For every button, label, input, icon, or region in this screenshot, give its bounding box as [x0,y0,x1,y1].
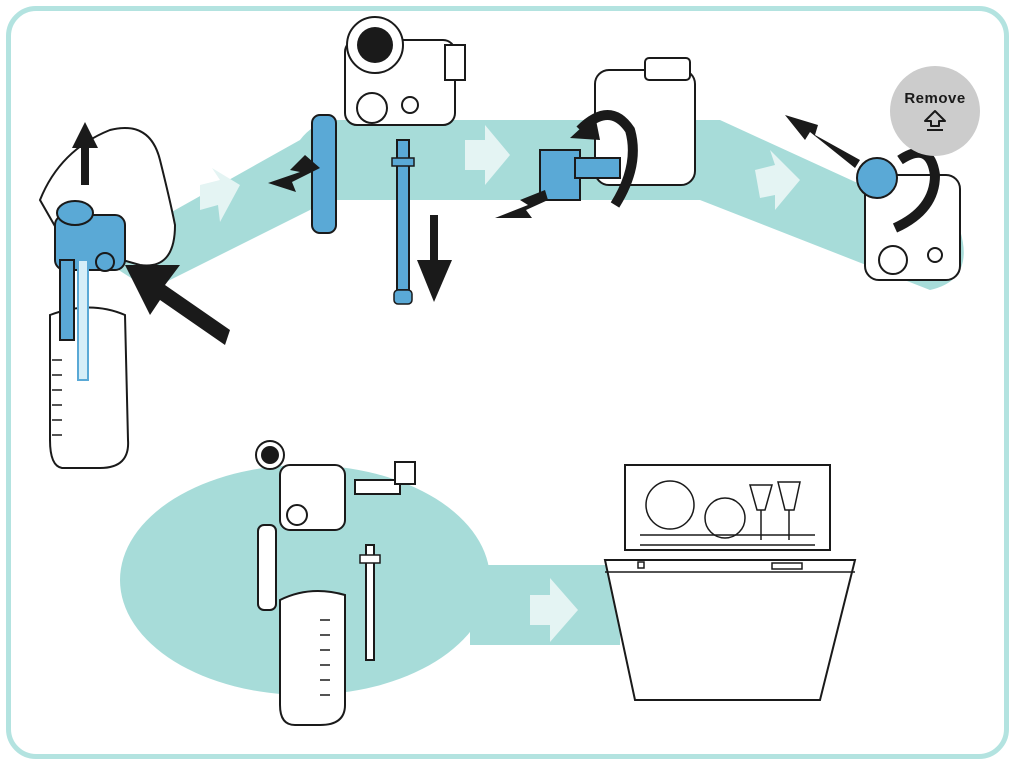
step1-unit [54,200,126,381]
step4-cap [856,157,898,199]
step4-arrow-rotate [892,147,941,233]
step1-jug [49,306,130,469]
flow-arrow-4 [530,578,578,642]
step2-unit [344,16,466,126]
parts-cap [255,440,285,470]
step3-arrow-left [495,190,548,218]
parts-rod [359,544,381,661]
step2-arrow-down [417,215,452,302]
step3-arrow-rotate [570,110,638,208]
flow-arrow-3 [755,150,800,210]
step2-arrow-left [268,155,320,192]
parts-tube [257,524,277,611]
step2-rod [391,139,415,305]
eject-icon [922,108,948,137]
dishwasher [603,464,857,701]
parts-unit [279,464,346,531]
step4-unit [864,174,961,281]
flow-arrow-2 [465,125,510,185]
step3-connector [539,149,621,201]
parts-jug [279,590,346,726]
bottom-flow-ellipse [120,465,490,695]
step2-tube [311,114,337,234]
flow-arrow-1 [200,168,240,222]
step4-arrow-up-left [785,115,860,168]
step1-arrow-up [72,122,98,185]
remove-callout: Remove [890,66,980,156]
remove-label: Remove [904,90,966,107]
parts-connector [354,461,416,495]
diagram-frame [6,6,1009,759]
step1-arrow-push [125,265,230,345]
